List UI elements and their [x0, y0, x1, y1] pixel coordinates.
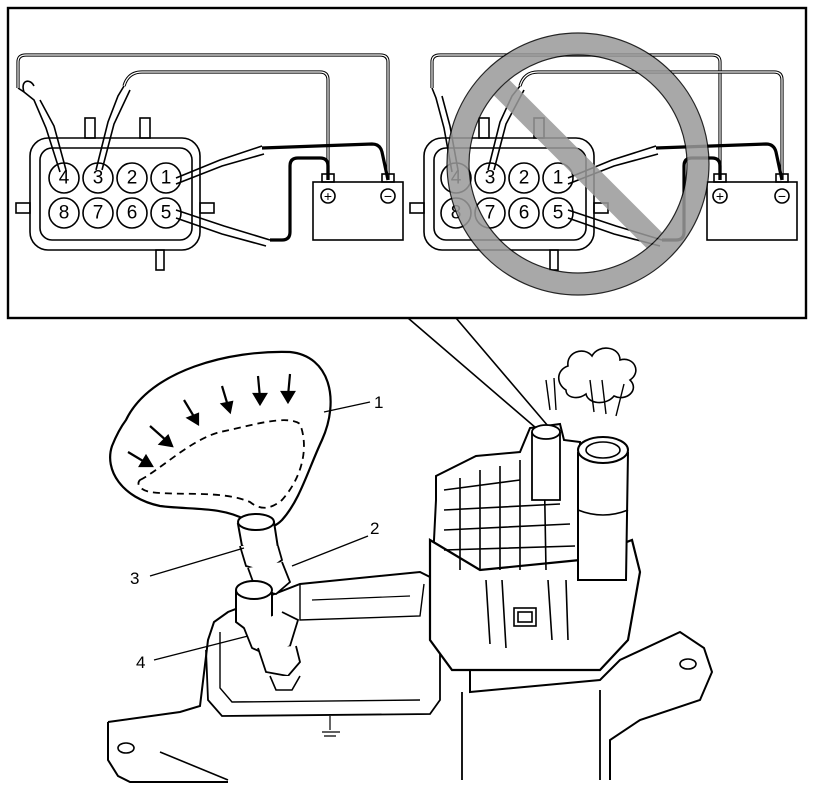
pin-label-1: 1	[161, 168, 172, 189]
battery-icon: + −	[706, 173, 798, 241]
pin-label-2: 2	[127, 168, 138, 189]
nipple-assembly	[235, 513, 301, 691]
battery-positive-label: +	[716, 188, 724, 204]
steam-icon	[545, 347, 637, 417]
test-probes	[17, 80, 271, 247]
no-symbol-icon	[446, 32, 710, 296]
pin-label-4: 4	[59, 168, 70, 189]
connector-body	[15, 117, 215, 271]
canister-unit	[428, 422, 642, 672]
arrow-icon	[127, 373, 296, 468]
pin-label-7: 7	[93, 203, 104, 224]
incorrect-connection-panel: 4 3 2 1 8 7 6 5	[409, 32, 798, 296]
pin-label-6: 6	[519, 203, 530, 224]
inset-pointer	[407, 317, 549, 429]
battery-icon: + −	[312, 173, 404, 241]
pin-label-2: 2	[519, 168, 530, 189]
inset-panel	[6, 6, 808, 320]
pin-label-1: 1	[553, 168, 564, 189]
callout-4: 4	[136, 653, 145, 672]
pin-label-3: 3	[93, 168, 104, 189]
pin-label-6: 6	[127, 203, 138, 224]
test-wires	[16, 53, 390, 242]
test-wires	[430, 53, 784, 242]
battery-positive-label: +	[324, 188, 332, 204]
pin-label-5: 5	[161, 203, 172, 224]
correct-connection-panel: 4 3 2 1 8 7 6 5	[15, 53, 404, 271]
callouts: 1 2 3 4	[130, 393, 383, 672]
callout-3: 3	[130, 569, 139, 588]
pin-label-7: 7	[485, 203, 496, 224]
connector-pins: 4 3 2 1 8 7 6 5	[48, 162, 182, 229]
pin-label-8: 8	[59, 203, 70, 224]
callout-1: 1	[374, 393, 383, 412]
battery-negative-label: −	[778, 188, 786, 204]
callout-2: 2	[370, 519, 379, 538]
pin-label-3: 3	[485, 168, 496, 189]
battery-negative-label: −	[384, 188, 392, 204]
plastic-bag	[109, 350, 332, 530]
pin-label-5: 5	[553, 203, 564, 224]
